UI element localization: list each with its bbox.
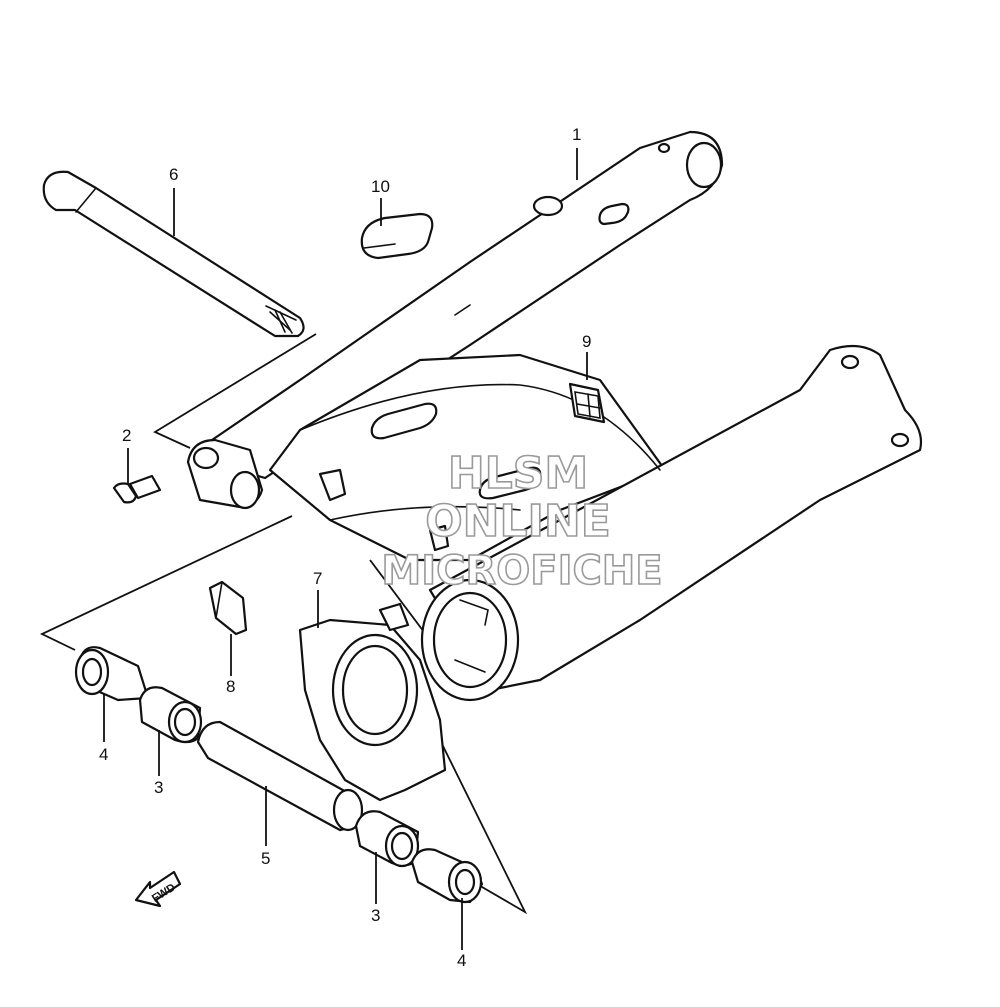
callout-1: 1 [572, 125, 581, 144]
callout-4-lower: 4 [457, 951, 466, 970]
watermark: HLSM ONLINE MICROFICHE [381, 447, 664, 595]
bearing-lower [354, 810, 420, 868]
watermark-line-1: HLSM [448, 448, 588, 499]
cap [360, 212, 434, 260]
watermark-line-3: MICROFICHE [381, 548, 662, 594]
callout-7: 7 [313, 569, 322, 588]
callout-8: 8 [226, 677, 235, 696]
fwd-arrow-icon: FWD [134, 870, 182, 908]
callout-6: 6 [169, 165, 178, 184]
bolt [112, 474, 162, 504]
callout-3-upper: 3 [154, 778, 163, 797]
chain-guard [298, 602, 447, 802]
watermark-line-2: ONLINE [425, 496, 611, 547]
callout-labels: 1 6 10 9 2 7 8 4 3 5 3 4 [99, 125, 591, 970]
swingarm-body [186, 130, 923, 702]
reference-lines [39, 333, 528, 915]
callout-5: 5 [261, 849, 270, 868]
callout-9: 9 [582, 332, 591, 351]
callout-3-lower: 3 [371, 906, 380, 925]
clip [208, 580, 248, 636]
collar-lower [410, 848, 484, 904]
pivot-shaft [42, 170, 305, 338]
spacer-sleeve [196, 720, 364, 832]
callout-2: 2 [122, 426, 131, 445]
label-plate [568, 382, 606, 424]
collar-upper [74, 646, 150, 702]
callout-4-upper: 4 [99, 745, 108, 764]
callout-leaders [103, 148, 588, 950]
callout-10: 10 [371, 177, 390, 196]
bearing-upper [138, 686, 203, 744]
